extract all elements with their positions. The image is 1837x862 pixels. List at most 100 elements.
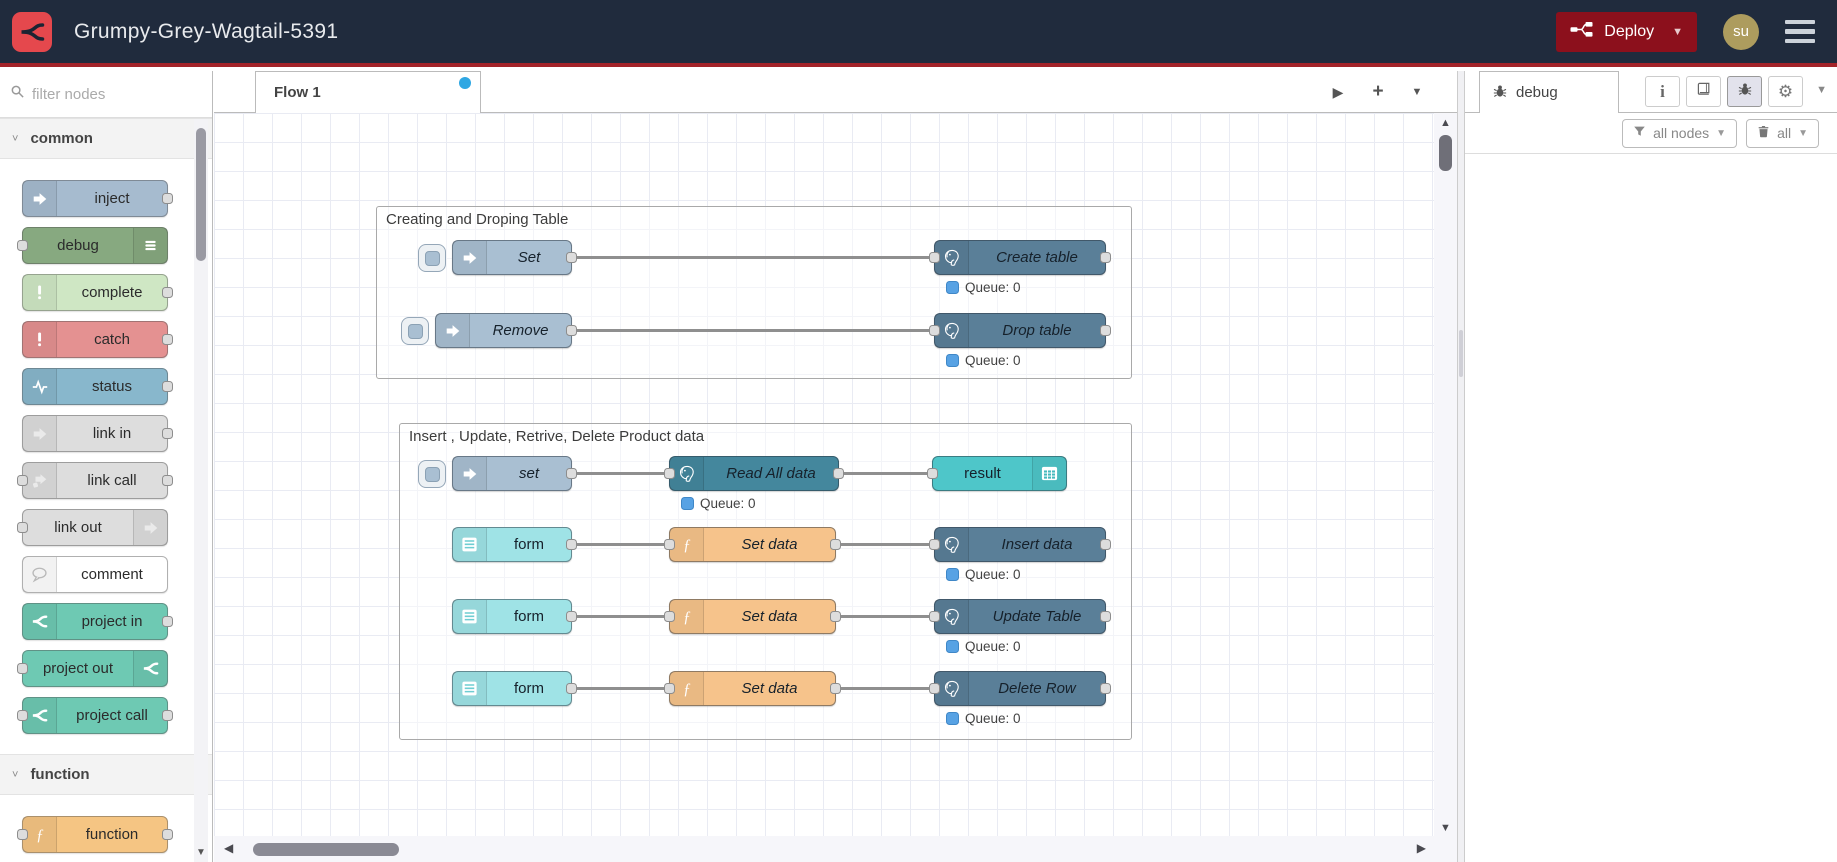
sidebar-splitter[interactable] [1457,71,1465,862]
node-port-in[interactable] [664,610,675,622]
node-port-out[interactable] [833,467,844,479]
node-port-out[interactable] [162,380,173,392]
flow-node-form[interactable]: form [452,671,577,706]
node-port-out[interactable] [1100,251,1111,263]
flow-node-update-table[interactable]: Update Table [929,599,1111,634]
wire[interactable] [572,329,936,332]
palette-node-status[interactable]: status [22,368,173,405]
info-tab-button[interactable]: i [1645,76,1680,107]
tab-list-chevron-icon[interactable]: ▼ [1411,86,1423,98]
node-port-in[interactable] [929,251,940,263]
flow-node-read-all-data[interactable]: Read All data [664,456,844,491]
flow-node-set[interactable]: Set [418,240,577,275]
scroll-up-icon[interactable]: ▲ [1440,117,1451,129]
node-port-in[interactable] [17,474,28,486]
palette-scrollbar[interactable]: ▼ [194,119,208,862]
node-port-out[interactable] [566,610,577,622]
node-port-in[interactable] [17,521,28,533]
palette-node-debug[interactable]: debug [17,227,168,264]
palette-search[interactable] [0,71,212,118]
palette-node-catch[interactable]: catch [22,321,173,358]
node-port-out[interactable] [162,709,173,721]
wire[interactable] [572,615,671,618]
user-avatar[interactable]: su [1723,13,1759,50]
node-port-in[interactable] [929,324,940,336]
canvas-horizontal-scrollbar[interactable]: ◀ ▶ [214,836,1434,862]
node-port-in[interactable] [664,538,675,550]
palette-node-link-call[interactable]: link call [17,462,173,499]
palette-scroll-thumb[interactable] [196,128,206,261]
node-port-out[interactable] [566,467,577,479]
palette-category-common[interactable]: ˅common [0,118,212,159]
help-tab-button[interactable] [1686,76,1721,107]
wire[interactable] [572,256,936,259]
node-port-out[interactable] [566,538,577,550]
node-port-out[interactable] [162,427,173,439]
node-port-in[interactable] [929,682,940,694]
node-port-out[interactable] [1100,682,1111,694]
flow-node-delete-row[interactable]: Delete Row [929,671,1111,706]
node-port-out[interactable] [1100,610,1111,622]
palette-node-link-out[interactable]: link out [17,509,168,546]
node-port-in[interactable] [17,828,28,840]
node-port-in[interactable] [664,467,675,479]
palette-node-project-out[interactable]: project out [17,650,168,687]
node-port-in[interactable] [929,610,940,622]
next-tab-icon[interactable]: ▶ [1332,83,1344,100]
scroll-down-icon[interactable]: ▼ [1440,822,1451,834]
deploy-options-chevron-icon[interactable]: ▼ [1672,25,1683,38]
palette-filter-input[interactable] [32,85,182,103]
palette-node-link-in[interactable]: link in [22,415,173,452]
node-port-in[interactable] [17,709,28,721]
config-tab-button[interactable]: ⚙ [1768,76,1803,107]
flow-node-set[interactable]: set [418,456,577,491]
flow-node-remove[interactable]: Remove [401,313,577,348]
palette-node-project-call[interactable]: project call [17,697,173,734]
node-port-in[interactable] [929,538,940,550]
flow-node-insert-data[interactable]: Insert data [929,527,1111,562]
wire[interactable] [836,543,936,546]
wire[interactable] [836,687,936,690]
sidebar-tab-debug[interactable]: debug [1479,71,1619,113]
node-port-in[interactable] [17,239,28,251]
palette-node-comment[interactable]: comment [22,556,168,593]
node-port-out[interactable] [1100,324,1111,336]
debug-clear-button[interactable]: all ▼ [1746,118,1819,148]
vertical-scroll-thumb[interactable] [1439,135,1452,171]
palette-category-function[interactable]: ˅function [0,754,212,795]
wire[interactable] [839,472,934,475]
node-port-out[interactable] [566,682,577,694]
wire[interactable] [572,543,671,546]
node-port-out[interactable] [162,615,173,627]
horizontal-scroll-thumb[interactable] [253,843,399,856]
palette-node-project-in[interactable]: project in [22,603,173,640]
node-port-out[interactable] [162,333,173,345]
flow-node-drop-table[interactable]: Drop table [929,313,1111,348]
scroll-left-icon[interactable]: ◀ [224,841,234,855]
palette-node-inject[interactable]: inject [22,180,173,217]
node-port-out[interactable] [566,251,577,263]
node-port-out[interactable] [1100,538,1111,550]
inject-button[interactable] [418,460,446,488]
debug-tab-button[interactable] [1727,76,1762,107]
wire[interactable] [572,472,671,475]
node-port-out[interactable] [830,682,841,694]
flow-node-create-table[interactable]: Create table [929,240,1111,275]
add-flow-icon[interactable]: + [1372,81,1384,102]
node-port-in[interactable] [664,682,675,694]
canvas-vertical-scrollbar[interactable]: ▲ ▼ [1434,113,1457,862]
node-port-out[interactable] [162,286,173,298]
debug-filter-button[interactable]: all nodes ▼ [1622,118,1738,148]
debug-messages-panel[interactable] [1465,154,1837,860]
node-port-out[interactable] [566,324,577,336]
inject-button[interactable] [401,317,429,345]
node-port-in[interactable] [927,467,938,479]
scroll-right-icon[interactable]: ▶ [1416,841,1426,855]
node-port-out[interactable] [830,538,841,550]
node-port-in[interactable] [17,662,28,674]
flow-group-creating-and-droping-table[interactable]: Creating and Droping Table [376,206,1132,379]
palette-node-complete[interactable]: complete [22,274,173,311]
